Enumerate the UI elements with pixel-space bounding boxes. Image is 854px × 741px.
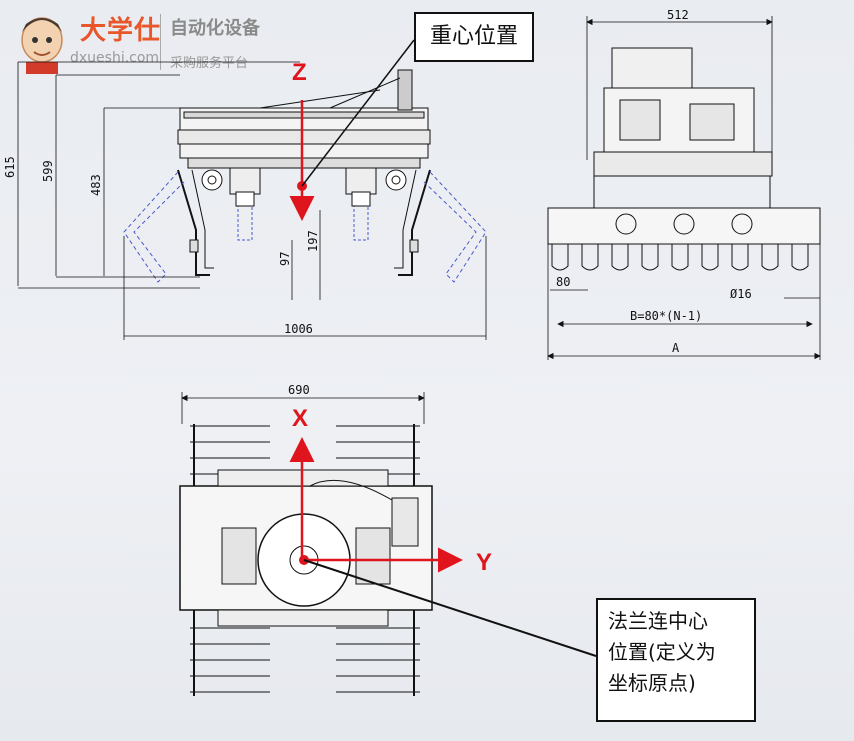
logo-divider — [160, 14, 161, 70]
brand-logo: 大学仕 自动化设备 dxueshi.com 采购服务平台 — [8, 8, 278, 78]
y-axis-label: Y — [476, 549, 492, 576]
gripper-tooth — [671, 244, 689, 271]
dim-197: 197 — [306, 230, 320, 252]
flange-leader — [303, 559, 597, 657]
gripper-tooth — [791, 244, 809, 271]
gripper-tooth — [611, 244, 629, 271]
flange-callout: 法兰连中心 位置(定义为 坐标原点) — [596, 598, 756, 722]
cog-leader — [301, 39, 415, 187]
top-view — [179, 392, 433, 696]
dim-80: 80 — [556, 275, 570, 289]
gripper-tooth — [581, 244, 599, 271]
dim-97: 97 — [278, 252, 292, 266]
dim-599: 599 — [41, 160, 55, 182]
dim-483: 483 — [89, 174, 103, 196]
cog-callout: 重心位置 — [414, 12, 534, 62]
x-axis-label: X — [292, 405, 308, 432]
dim-512: 512 — [667, 8, 689, 22]
gripper-tooth — [551, 244, 569, 271]
gripper-tooth — [641, 244, 659, 271]
side-view — [547, 16, 821, 360]
dim-b-formula: B=80*(N-1) — [630, 309, 702, 323]
z-axis-label: Z — [292, 59, 307, 86]
brand-tagline: 采购服务平台 — [170, 56, 249, 71]
gripper-tooth — [761, 244, 779, 271]
dim-690: 690 — [288, 383, 310, 397]
front-view — [17, 61, 487, 340]
gripper-tooth — [701, 244, 719, 271]
dim-1006: 1006 — [284, 322, 313, 336]
gripper-tooth — [731, 244, 749, 271]
dim-phi16: Ø16 — [730, 287, 752, 301]
brand-name: 大学仕 — [80, 16, 162, 46]
dim-a: A — [672, 341, 680, 355]
dim-615: 615 — [3, 156, 17, 178]
brand-subtitle: 自动化设备 — [170, 18, 260, 39]
mascot-icon — [21, 17, 63, 74]
